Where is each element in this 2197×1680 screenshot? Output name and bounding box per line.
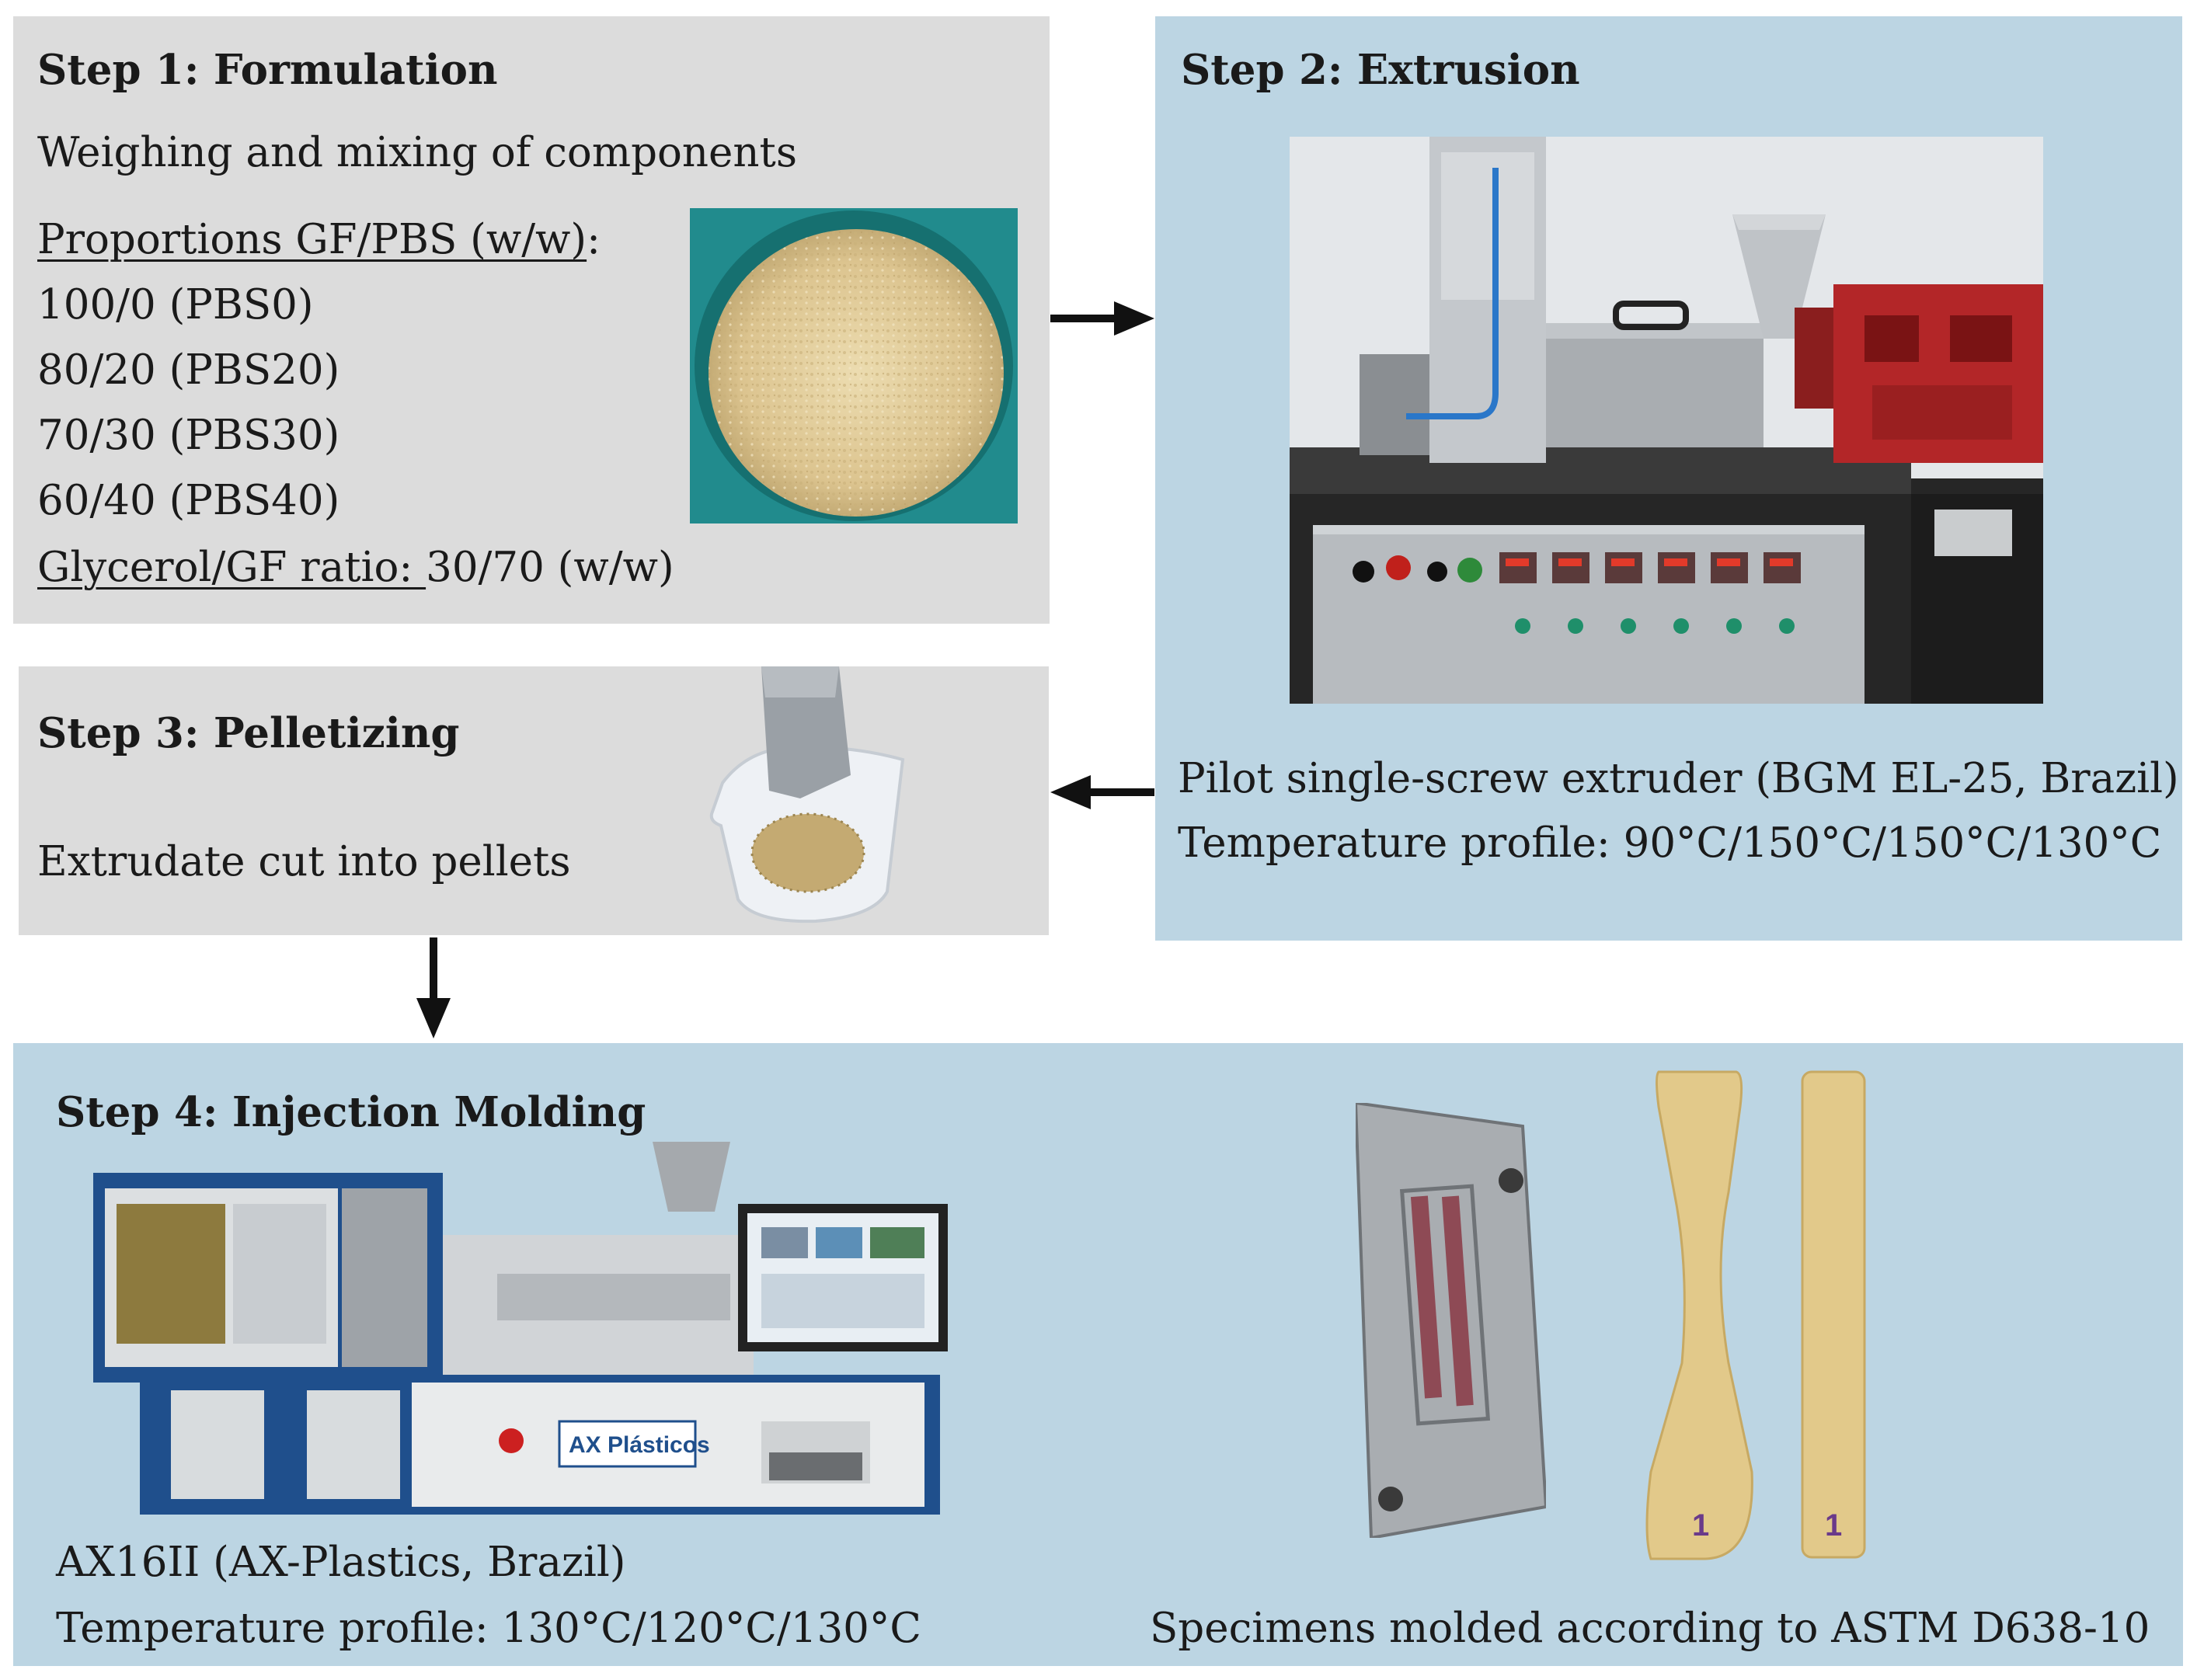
proportions-colon: : — [587, 216, 601, 263]
step4-equipment: AX16II (AX-Plastics, Brazil) — [56, 1539, 626, 1586]
pellets-beaker-photo — [707, 666, 910, 924]
step2-temperature-profile: Temperature profile: 90°C/150°C/150°C/13… — [1178, 819, 2162, 867]
proportion-item: 70/30 (PBS30) — [37, 412, 340, 459]
glycerol-label: Glycerol/GF ratio: — [37, 544, 427, 591]
arrow-right-icon — [1049, 295, 1158, 342]
extruder-photo — [1290, 137, 2043, 704]
glycerol-value: 30/70 (w/w) — [426, 544, 674, 591]
proportions-label: Proportions GF/PBS (w/w) — [37, 216, 587, 263]
step4-title: Step 4: Injection Molding — [56, 1088, 646, 1136]
step1-proportions-heading: Proportions GF/PBS (w/w): — [37, 219, 601, 260]
proportion-item: 100/0 (PBS0) — [37, 281, 314, 329]
proportion-item: 80/20 (PBS20) — [37, 346, 340, 394]
machine-brand-label: AX Plásticos — [569, 1432, 710, 1458]
step4-specimens-caption: Specimens molded according to ASTM D638-… — [1150, 1605, 2150, 1652]
specimen-mark: 1 — [1825, 1508, 1842, 1543]
mold-photo — [1356, 1103, 1546, 1538]
proportion-item: 60/40 (PBS40) — [37, 477, 340, 524]
glycerol-ratio: Glycerol/GF ratio: 30/70 (w/w) — [37, 547, 674, 588]
step1-title: Step 1: Formulation — [37, 46, 498, 94]
injection-molding-machine-photo: AX Plásticos — [93, 1142, 967, 1522]
step4-temperature-profile: Temperature profile: 130°C/120°C/130°C — [56, 1605, 921, 1652]
arrow-down-icon — [410, 936, 457, 1042]
step2-equipment: Pilot single-screw extruder (BGM EL-25, … — [1178, 755, 2179, 802]
step2-title: Step 2: Extrusion — [1181, 46, 1580, 94]
step3-title: Step 3: Pelletizing — [37, 709, 460, 757]
step1-subtitle: Weighing and mixing of components — [37, 129, 798, 176]
step3-description: Extrudate cut into pellets — [37, 838, 571, 885]
specimen-mark: 1 — [1692, 1508, 1709, 1543]
powder-bowl-photo — [690, 208, 1018, 523]
arrow-left-icon — [1047, 769, 1156, 816]
specimens-photo: 1 1 — [1628, 1068, 1884, 1565]
